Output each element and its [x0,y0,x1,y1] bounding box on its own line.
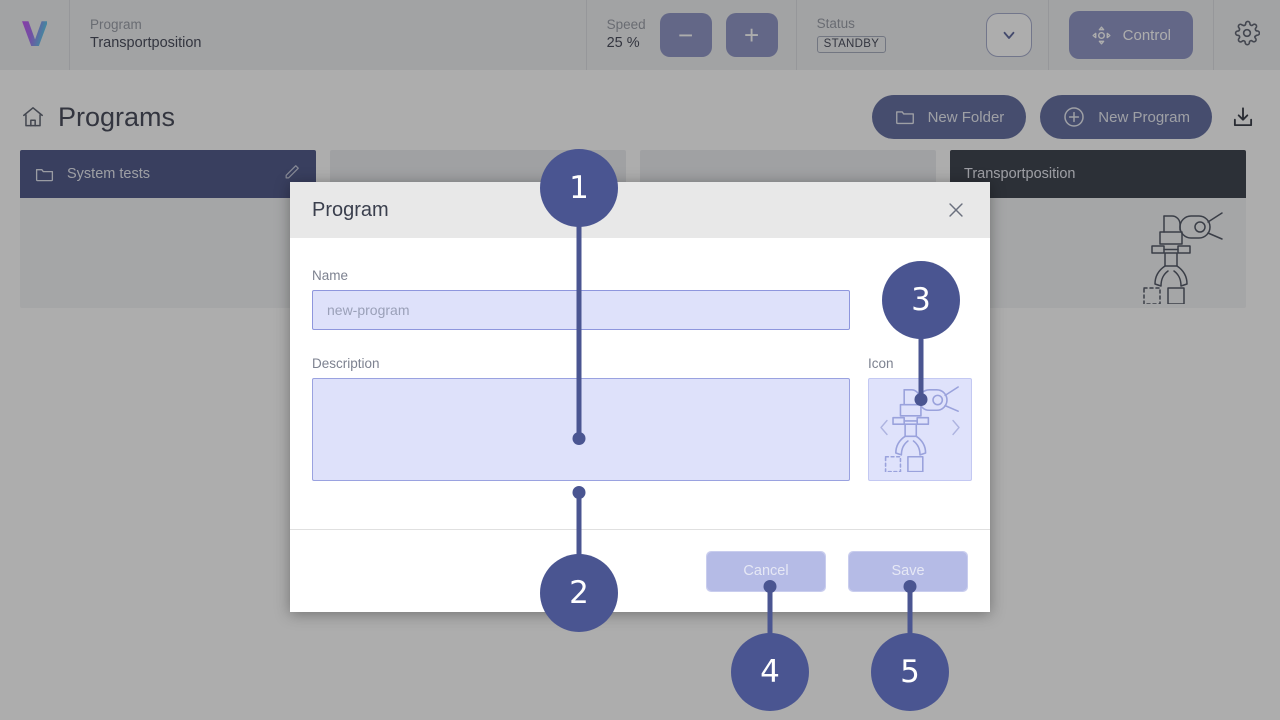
description-label: Description [312,356,380,371]
download-icon [1233,107,1253,127]
card-body [20,198,316,308]
page-header-actions: New Folder New Program [871,95,1260,139]
speed-value: 25 % [606,34,640,51]
icon-label: Icon [868,356,894,371]
program-card[interactable]: Transportposition [950,150,1246,308]
page-header: Programs New Folder New Program [0,70,1280,142]
card-title: Transportposition [964,166,1076,182]
status-label: Status [816,15,855,31]
control-section: Control [1049,0,1214,70]
card-header: Transportposition [950,150,1246,198]
close-icon [949,203,963,217]
annotation-marker-2: 2 [540,486,618,632]
annotation-marker-4: 4 [731,580,809,711]
status-badge: STANDBY [816,36,887,54]
annotation-number: 5 [871,633,949,711]
dialog-header: Program [290,182,990,238]
chevron-down-icon [1003,31,1015,39]
chevron-left-icon [880,419,888,435]
edit-button[interactable] [282,162,302,186]
card-header: System tests [20,150,316,198]
folder-icon [35,168,54,181]
annotation-number: 4 [731,633,809,711]
close-button[interactable] [942,196,970,224]
speed-controls: Speed 25 % − + [587,0,797,70]
icon-next-button[interactable] [949,417,963,442]
icon-prev-button[interactable] [877,417,891,442]
name-label: Name [312,268,349,283]
new-folder-button[interactable]: New Folder [871,95,1027,139]
gear-button[interactable] [1234,20,1261,51]
program-label: Program [90,17,142,33]
dialog-title: Program [312,198,389,221]
download-button[interactable] [1226,100,1260,134]
control-button-label: Control [1122,26,1171,44]
annotation-marker-1: 1 [540,149,618,445]
new-program-label: New Program [1098,108,1190,126]
program-value: Transportposition [90,34,202,51]
annotation-marker-5: 5 [871,580,949,711]
program-card[interactable]: System tests [20,150,316,308]
dialog-footer: Cancel Save [290,529,990,612]
new-program-button[interactable]: New Program [1040,95,1212,139]
status-dropdown-button[interactable] [985,13,1032,57]
page-title: Programs [58,101,176,132]
home-button[interactable] [20,104,46,130]
card-title: System tests [67,166,150,182]
plus-icon: + [744,20,760,50]
cancel-button-highlight: Cancel [706,550,826,592]
speed-label: Speed [606,17,646,33]
top-bar: V Program Transportposition Speed 25 % −… [0,0,1280,70]
pencil-icon [285,165,299,179]
logo-v-icon: V [21,15,48,55]
description-icon-row: Description Icon [312,356,972,486]
speed-decrease-button[interactable]: − [659,13,712,57]
program-indicator: Program Transportposition [70,0,587,70]
gear-icon [1234,20,1261,45]
settings-section [1214,0,1280,70]
move-crosshair-icon [1092,25,1111,45]
status-indicator: Status STANDBY [797,0,1049,70]
card-body [950,198,1246,308]
program-dialog: Program Name Description Icon [290,182,990,612]
annotation-marker-3: 3 [882,261,960,406]
home-icon [23,107,43,127]
chevron-right-icon [952,419,960,435]
plus-circle-icon [1064,107,1085,127]
annotation-number: 3 [882,261,960,339]
folder-icon [895,111,914,125]
speed-increase-button[interactable]: + [725,13,778,57]
new-folder-label: New Folder [927,108,1005,126]
app-logo[interactable]: V [0,0,70,70]
robot-arm-icon [1138,208,1224,308]
minus-icon: − [678,20,694,50]
control-button[interactable]: Control [1068,11,1193,59]
